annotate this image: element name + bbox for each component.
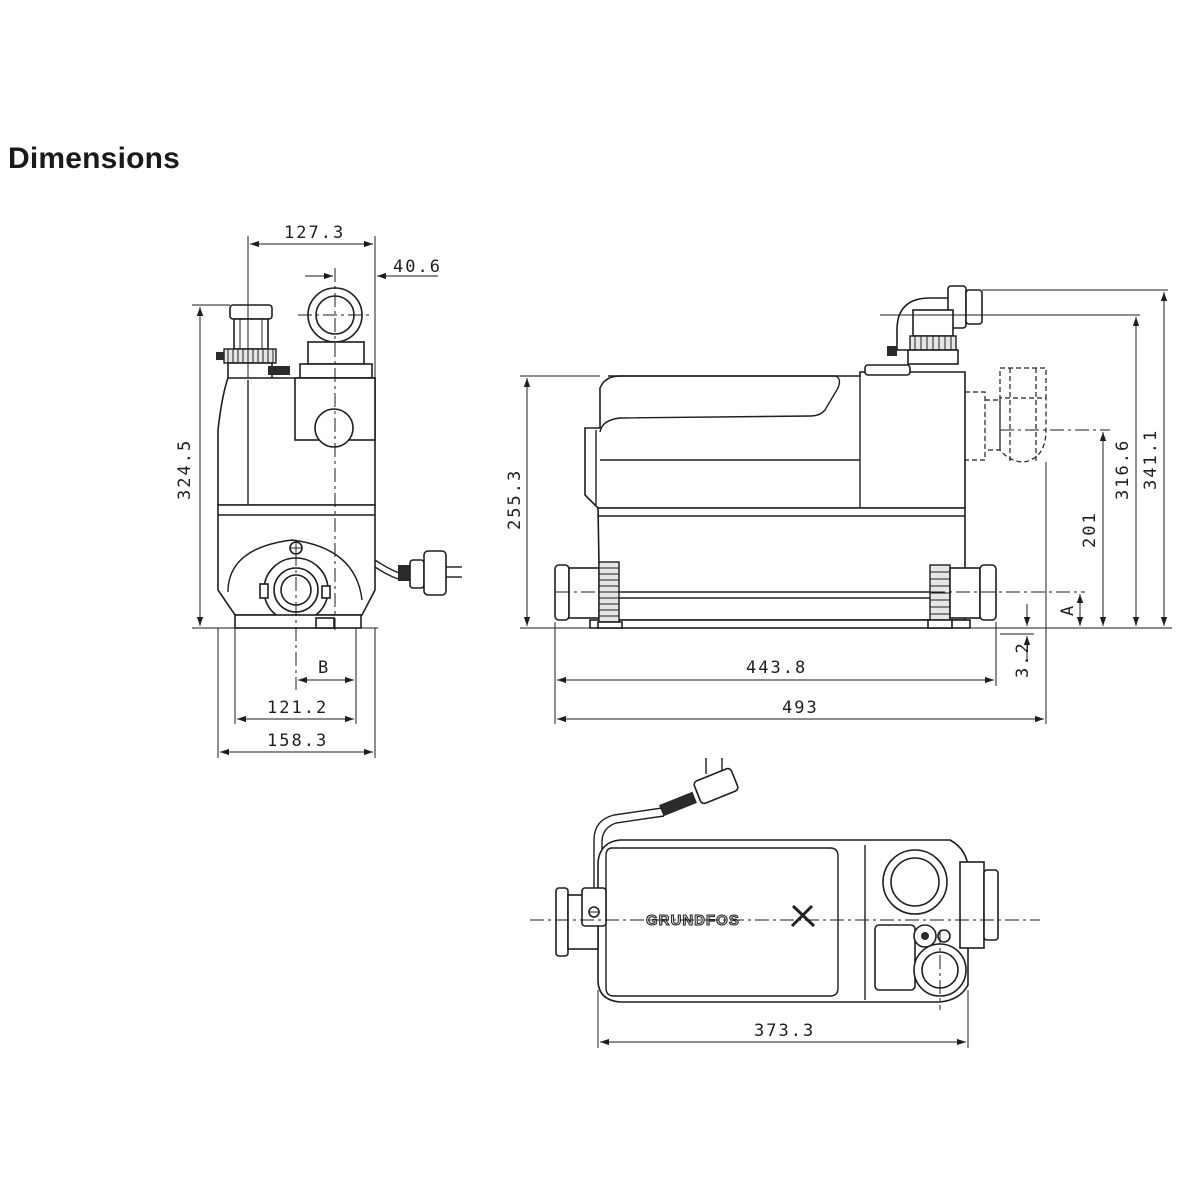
front-lower-housing — [597, 507, 966, 621]
front-alt-inlet-dashed — [965, 367, 1047, 463]
dim-3-2: 3.2 — [1013, 641, 1033, 678]
dim-341-1: 341.1 — [1141, 429, 1161, 490]
dim-493: 493 — [782, 698, 819, 718]
page-title: Dimensions — [8, 142, 181, 175]
grundfos-x-icon — [790, 904, 816, 928]
dim-324-5: 324.5 — [175, 439, 195, 500]
dim-255-3: 255.3 — [505, 469, 525, 530]
top-dimensions: 373.3 — [597, 990, 969, 1048]
dim-b: B — [318, 658, 330, 678]
front-outlet-bend — [887, 285, 983, 365]
dim-40-6: 40.6 — [393, 257, 442, 277]
top-view: GRUNDFOS — [530, 758, 1040, 1010]
side-left-inlet — [216, 304, 277, 380]
front-top-cover — [584, 371, 966, 509]
dim-127-3: 127.3 — [284, 223, 345, 243]
side-power-plug — [374, 550, 462, 596]
side-right-outlet — [268, 287, 373, 379]
front-dimensions: 255.3 443.8 493 A 201 316.6 341.1 3.2 — [505, 292, 1168, 724]
front-left-inlet — [554, 561, 623, 629]
dim-443-8: 443.8 — [746, 658, 807, 678]
dim-373-3: 373.3 — [754, 1021, 815, 1041]
dim-121-2: 121.2 — [267, 698, 328, 718]
side-dimensions: 127.3 40.6 324.5 B 121.2 158.3 — [175, 223, 442, 758]
side-view — [192, 268, 462, 690]
front-right-inlet — [927, 564, 997, 629]
dim-316-6: 316.6 — [1113, 439, 1133, 500]
top-power-plug — [593, 758, 739, 890]
front-view — [520, 285, 1172, 629]
dim-158-3: 158.3 — [267, 731, 328, 751]
dim-201: 201 — [1080, 511, 1100, 548]
dim-a: A — [1058, 604, 1078, 616]
